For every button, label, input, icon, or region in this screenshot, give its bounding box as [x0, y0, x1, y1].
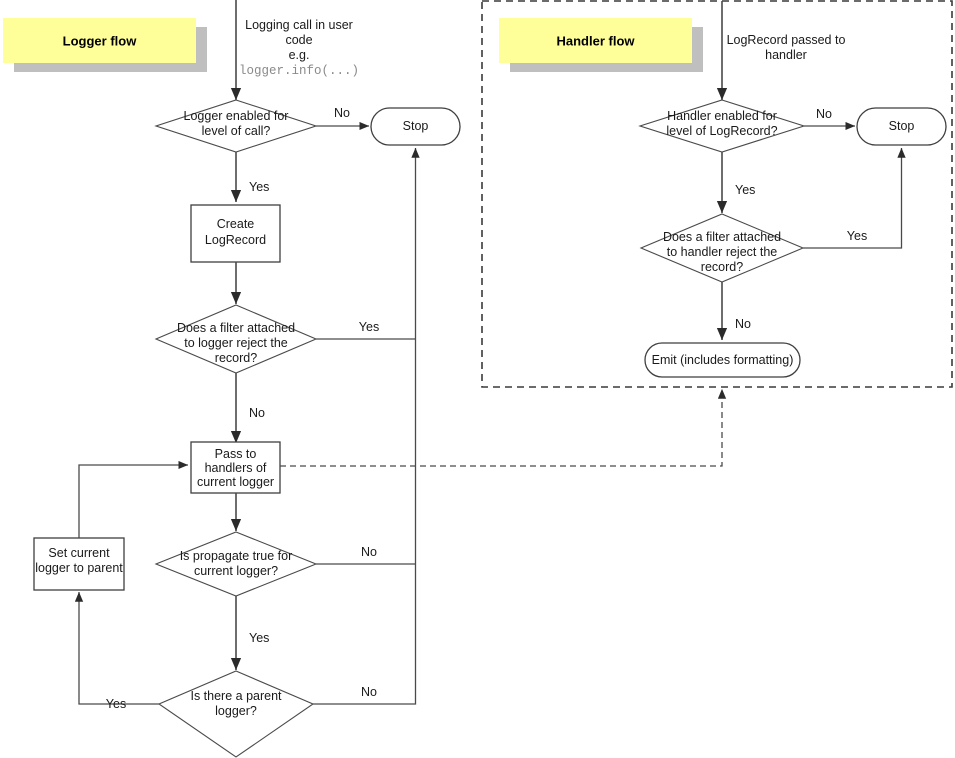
handler-flow-banner: Handler flow — [499, 18, 703, 72]
node-handler-stop: Stop — [856, 107, 947, 146]
edge-label-handler-enabled-no: No — [816, 107, 832, 121]
node-logger-filter-line2: to logger reject the — [184, 336, 288, 350]
node-pass-to-handlers-line2: handlers of — [205, 461, 267, 475]
logger-flow-banner-label: Logger flow — [63, 33, 138, 48]
node-handler-filter: Does a filter attached to handler reject… — [639, 213, 805, 283]
edge-label-logger-filter-yes: Yes — [359, 320, 379, 334]
node-logger-filter: Does a filter attached to logger reject … — [154, 304, 318, 374]
node-set-parent-line1: Set current — [48, 546, 110, 560]
node-set-parent: Set current logger to parent — [33, 537, 125, 591]
node-logger-stop-label: Stop — [403, 119, 429, 133]
node-has-parent-line2: logger? — [215, 704, 257, 718]
node-has-parent-shape — [157, 670, 315, 758]
edge-label-has-parent-yes: Yes — [106, 697, 126, 711]
node-handler-stop-label: Stop — [889, 119, 915, 133]
node-handler-filter-line2: to handler reject the — [667, 245, 778, 259]
node-logger-filter-line3: record? — [215, 351, 257, 365]
edge-label-logger-filter-no: No — [249, 406, 265, 420]
handler-entry-caption-line2: handler — [765, 48, 807, 62]
node-handler-enabled-line2: level of LogRecord? — [666, 124, 777, 138]
edge-label-handler-enabled-yes: Yes — [735, 183, 755, 197]
node-set-parent-shape — [33, 537, 125, 591]
node-logger-filter-line1: Does a filter attached — [177, 321, 295, 335]
edge-set-parent-to-pass — [78, 460, 189, 538]
edge-label-propagate-yes: Yes — [249, 631, 269, 645]
node-pass-to-handlers-line1: Pass to — [215, 447, 257, 461]
node-propagate-line1: Is propagate true for — [180, 549, 293, 563]
edge-has-parent-yes-to-set-parent — [74, 591, 159, 705]
node-has-parent-line1: Is there a parent — [190, 689, 282, 703]
node-logger-stop-shape — [370, 107, 461, 146]
node-logger-enabled-line2: level of call? — [202, 124, 271, 138]
edge-label-has-parent-no: No — [361, 685, 377, 699]
edge-dashed-pass-to-handler-flow — [280, 388, 727, 467]
edge-label-handler-filter-no: No — [735, 317, 751, 331]
node-pass-to-handlers: Pass to handlers of current logger — [190, 441, 281, 494]
node-pass-to-handlers-line3: current logger — [197, 475, 274, 489]
node-create-logrecord: Create LogRecord — [190, 204, 281, 263]
node-handler-enabled: Handler enabled for level of LogRecord? — [638, 99, 806, 153]
node-logger-stop: Stop — [370, 107, 461, 146]
logger-flow-banner-fill — [3, 18, 196, 63]
logger-entry-caption-line1: Logging call in user — [245, 18, 353, 32]
node-handler-filter-line1: Does a filter attached — [663, 230, 781, 244]
node-logger-enabled-line1: Logger enabled for — [184, 109, 289, 123]
logger-entry-caption-line2: code — [285, 33, 312, 47]
node-handler-stop-shape — [856, 107, 947, 146]
handler-entry-caption-line1: LogRecord passed to — [727, 33, 846, 47]
node-create-logrecord-line2: LogRecord — [205, 233, 266, 247]
logger-flow-banner: Logger flow — [3, 18, 207, 72]
edge-has-parent-no-to-stop-trunk — [313, 147, 420, 705]
node-has-parent: Is there a parent logger? — [157, 670, 315, 758]
node-create-logrecord-line1: Create — [217, 217, 255, 231]
logger-entry-caption-line3: e.g. — [289, 48, 310, 62]
node-logger-enabled: Logger enabled for level of call? — [154, 99, 318, 153]
node-handler-filter-line3: record? — [701, 260, 743, 274]
node-pass-to-handlers-shape — [190, 441, 281, 494]
handler-flow-panel-border — [481, 0, 953, 388]
handler-flow-banner-label: Handler flow — [556, 33, 635, 48]
node-emit-label: Emit (includes formatting) — [652, 353, 794, 367]
edge-handler-filter-yes-to-stop — [803, 147, 906, 249]
node-emit: Emit (includes formatting) — [644, 342, 801, 378]
node-propagate: Is propagate true for current logger? — [154, 531, 318, 597]
node-propagate-line2: current logger? — [194, 564, 278, 578]
node-handler-enabled-line1: Handler enabled for — [667, 109, 777, 123]
logger-entry-caption-code: logger.info(...) — [239, 64, 359, 78]
node-emit-shape — [644, 342, 801, 378]
node-set-parent-line2: logger to parent — [35, 561, 123, 575]
edge-label-handler-filter-yes: Yes — [847, 229, 867, 243]
edge-label-logger-enabled-yes: Yes — [249, 180, 269, 194]
handler-flow-banner-fill — [499, 18, 692, 63]
node-create-logrecord-shape — [190, 204, 281, 263]
edge-label-propagate-no: No — [361, 545, 377, 559]
edge-label-logger-enabled-no: No — [334, 106, 350, 120]
